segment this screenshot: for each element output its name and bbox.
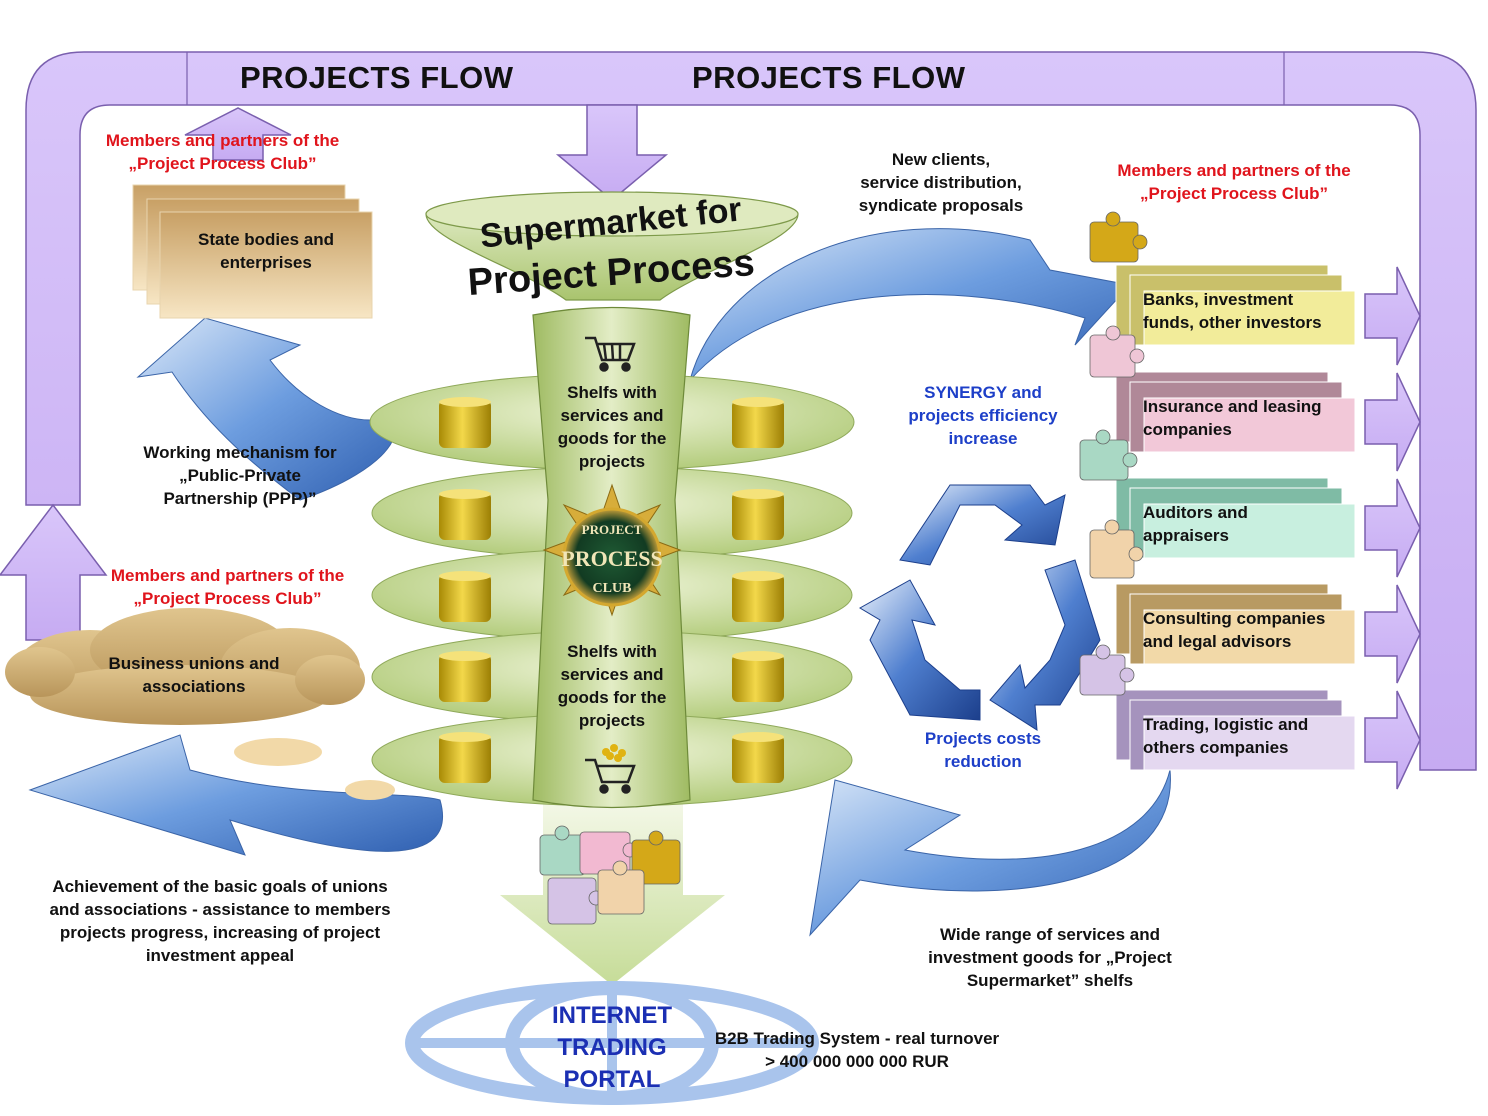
partner-box-layer (1143, 290, 1356, 346)
synergy-label: SYNERGY and projects efficiency increase (908, 383, 1058, 448)
barrel-icon (732, 571, 784, 622)
partner-box-stack (1115, 264, 1356, 346)
goals-label: Achievement of the basic goals of unions… (49, 877, 391, 965)
recycle-icon (859, 484, 1101, 731)
partner-label: Trading, logistic and others companies (1143, 715, 1309, 757)
barrel-icon (439, 489, 491, 540)
partner-box-layer (1143, 503, 1356, 559)
costs-reduction-label: Projects costs reduction (924, 729, 1042, 771)
b2b-label: B2B Trading System - real turnover > 400… (714, 1029, 1000, 1071)
partner-label: Consulting companies and legal advisors (1143, 609, 1326, 651)
cart-icon (585, 336, 636, 372)
barrel-icon (439, 571, 491, 622)
internet-portal-label: INTERNET TRADING PORTAL (552, 1002, 672, 1093)
partner-box-stack (1115, 583, 1356, 665)
barrel-icon (732, 489, 784, 540)
business-unions-label: Business unions and associations (108, 654, 280, 696)
members-label-bottom-left: Members and partners of the „Project Pro… (110, 566, 345, 608)
new-clients-label: New clients, service distribution, syndi… (858, 150, 1024, 215)
state-up-arrow (184, 107, 292, 161)
barrel-icon (732, 651, 784, 702)
partner-label: Banks, investment funds, other investors (1143, 290, 1322, 332)
barrels (439, 397, 784, 783)
partner-label: Auditors and appraisers (1143, 503, 1248, 545)
barrel-icon (439, 732, 491, 783)
badge-line3: CLUB (593, 581, 632, 596)
projects-flow-label-right: PROJECTS FLOW (692, 60, 966, 95)
puzzle-icon (1079, 429, 1138, 481)
ppp-label: Working mechanism for „Public-Private Pa… (143, 443, 337, 508)
right-puzzles (1079, 211, 1148, 696)
left-up-arrow (0, 503, 108, 641)
small-clouds (234, 738, 395, 800)
barrel-icon (732, 397, 784, 448)
barrel-icon (439, 651, 491, 702)
state-bodies-box-stack (132, 184, 373, 319)
funnel-rim (425, 191, 799, 237)
partner-box-stack (1115, 689, 1356, 771)
blue-arrow-clients (689, 228, 1131, 381)
puzzle-icon (1089, 325, 1145, 378)
business-unions-cloud (5, 608, 365, 725)
project-process-club-badge (542, 483, 682, 617)
blue-arrow-wide-range (809, 769, 1171, 937)
puzzle-icon (1089, 519, 1144, 579)
barrel-icon (439, 397, 491, 448)
puzzle-icon (1089, 211, 1148, 263)
partner-box-layer (1143, 715, 1356, 771)
badge-line1: PROJECT (582, 522, 643, 537)
members-label-right: Members and partners of the „Project Pro… (1117, 161, 1351, 203)
globe-icon (405, 981, 819, 1105)
puzzle-icon (1079, 644, 1135, 696)
partner-arrows (1364, 266, 1421, 790)
partner-box-stacks (1115, 264, 1356, 771)
partner-box-stack (1115, 371, 1356, 453)
members-label-top-left: Members and partners of the „Project Pro… (105, 131, 340, 173)
partner-label: Insurance and leasing companies (1143, 397, 1322, 439)
partner-box-layer (1143, 397, 1356, 453)
shelves-text-top: Shelfs with services and goods for the p… (557, 383, 667, 471)
full-cart-icon (585, 744, 636, 794)
projects-flow-band (25, 51, 1477, 771)
partner-box-layer (1143, 609, 1356, 665)
puzzle-cluster (539, 825, 681, 925)
badge-line2: PROCESS (561, 546, 662, 571)
projects-flow-label-left: PROJECTS FLOW (240, 60, 514, 95)
barrel-icon (732, 732, 784, 783)
funnel-down-arrow (555, 104, 669, 201)
state-bodies-label: State bodies and enterprises (197, 230, 335, 272)
shelves-text-bottom: Shelfs with services and goods for the p… (557, 642, 667, 730)
partner-box-stack (1115, 477, 1356, 559)
blue-arrow-ppp (136, 317, 395, 501)
badge-text: PROJECT PROCESS CLUB (561, 522, 662, 596)
wide-range-label: Wide range of services and investment go… (928, 925, 1172, 990)
